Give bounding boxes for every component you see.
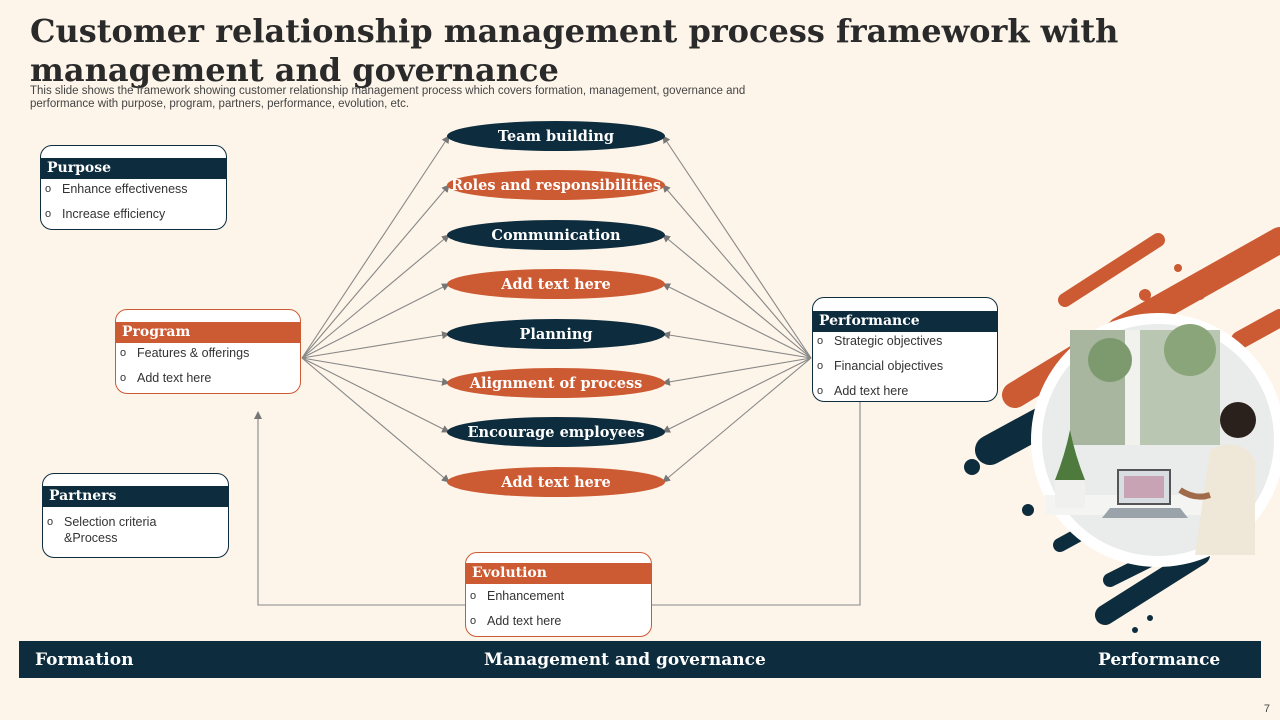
footer-bar: Formation Management and governance Perf…	[19, 641, 1261, 678]
list-item-text: Add text here	[487, 614, 562, 628]
oval-label: Communication	[491, 226, 621, 244]
program-connector	[301, 357, 450, 433]
list-item: o Strategic objectives	[813, 333, 943, 349]
performance-loop-line	[651, 358, 861, 606]
performance-connector	[662, 357, 812, 433]
program-connector	[301, 331, 450, 359]
performance-connector	[662, 357, 812, 386]
oval-planning: Planning	[447, 319, 665, 349]
bullet-icon: o	[470, 590, 477, 602]
program-card-title: Program	[116, 322, 300, 343]
oval-alignment: Alignment of process	[447, 368, 665, 398]
purpose-card-title: Purpose	[41, 158, 226, 179]
program-connector	[301, 234, 450, 359]
slide-subtitle: This slide shows the framework showing c…	[30, 85, 746, 110]
oval-label: Encourage employees	[467, 423, 645, 441]
oval-roles: Roles and responsibilities	[447, 170, 665, 200]
evolution-card-title: Evolution	[466, 563, 651, 584]
oval-add-text-1: Add text here	[447, 269, 665, 299]
list-item-text: Enhance effectiveness	[62, 182, 188, 196]
program-connector	[301, 357, 450, 386]
list-item: o Financial objectives	[813, 358, 943, 374]
list-item: o Increase efficiency	[41, 206, 188, 222]
evolution-loop-line	[254, 411, 466, 606]
performance-connector	[662, 331, 812, 359]
footer-performance: Performance	[1098, 650, 1221, 670]
list-item-text: Features & offerings	[137, 346, 250, 360]
list-item-text: Selection criteria &Process	[64, 515, 157, 545]
program-connector	[301, 283, 450, 359]
list-item: o Add text here	[466, 613, 564, 629]
list-item-text: Financial objectives	[834, 359, 944, 373]
oval-team-building: Team building	[447, 121, 665, 151]
footer-formation: Formation	[35, 650, 134, 670]
performance-connector	[662, 135, 812, 359]
performance-connector	[662, 234, 812, 359]
bullet-icon: o	[45, 208, 52, 220]
slide-title: Customer relationship management process…	[30, 12, 1119, 89]
footer-management: Management and governance	[484, 650, 766, 670]
list-item: o Enhancement	[466, 588, 564, 604]
bullet-icon: o	[120, 347, 127, 359]
performance-connector	[662, 357, 812, 483]
list-item-text: Increase efficiency	[62, 207, 166, 221]
oval-add-text-2: Add text here	[447, 467, 665, 497]
list-item: o Add text here	[813, 383, 943, 399]
program-connector	[301, 184, 450, 359]
list-item: o Add text here	[116, 370, 249, 386]
bullet-icon: o	[817, 385, 824, 397]
performance-connector	[662, 283, 812, 359]
page-number: 7	[1263, 703, 1270, 715]
list-item-text: Add text here	[137, 371, 212, 385]
oval-label: Roles and responsibilities	[450, 176, 662, 194]
bullet-icon: o	[45, 183, 52, 195]
list-item: o Selection criteria &Process	[43, 514, 193, 546]
oval-communication: Communication	[447, 220, 665, 250]
oval-label: Planning	[519, 325, 593, 343]
oval-label: Alignment of process	[469, 374, 643, 392]
program-connector	[301, 135, 450, 359]
partners-card: Partners o Selection criteria &Process	[42, 473, 229, 558]
bullet-icon: o	[120, 372, 127, 384]
oval-encourage: Encourage employees	[447, 417, 665, 447]
oval-label: Team building	[497, 127, 615, 145]
oval-label: Add text here	[501, 275, 611, 293]
bullet-icon: o	[817, 335, 824, 347]
list-item-text: Enhancement	[487, 589, 565, 603]
list-item: o Features & offerings	[116, 345, 249, 361]
program-connector	[301, 357, 450, 483]
performance-card-title: Performance	[813, 311, 997, 332]
list-item-text: Add text here	[834, 384, 909, 398]
performance-connector	[662, 184, 812, 359]
bullet-icon: o	[817, 360, 824, 372]
list-item-text: Strategic objectives	[834, 334, 943, 348]
list-item: o Enhance effectiveness	[41, 181, 188, 197]
bullet-icon: o	[47, 516, 54, 528]
office-photo	[1042, 324, 1274, 556]
partners-list: o Selection criteria &Process	[43, 514, 193, 555]
bullet-icon: o	[470, 615, 477, 627]
oval-label: Add text here	[501, 473, 611, 491]
partners-card-title: Partners	[43, 486, 228, 507]
